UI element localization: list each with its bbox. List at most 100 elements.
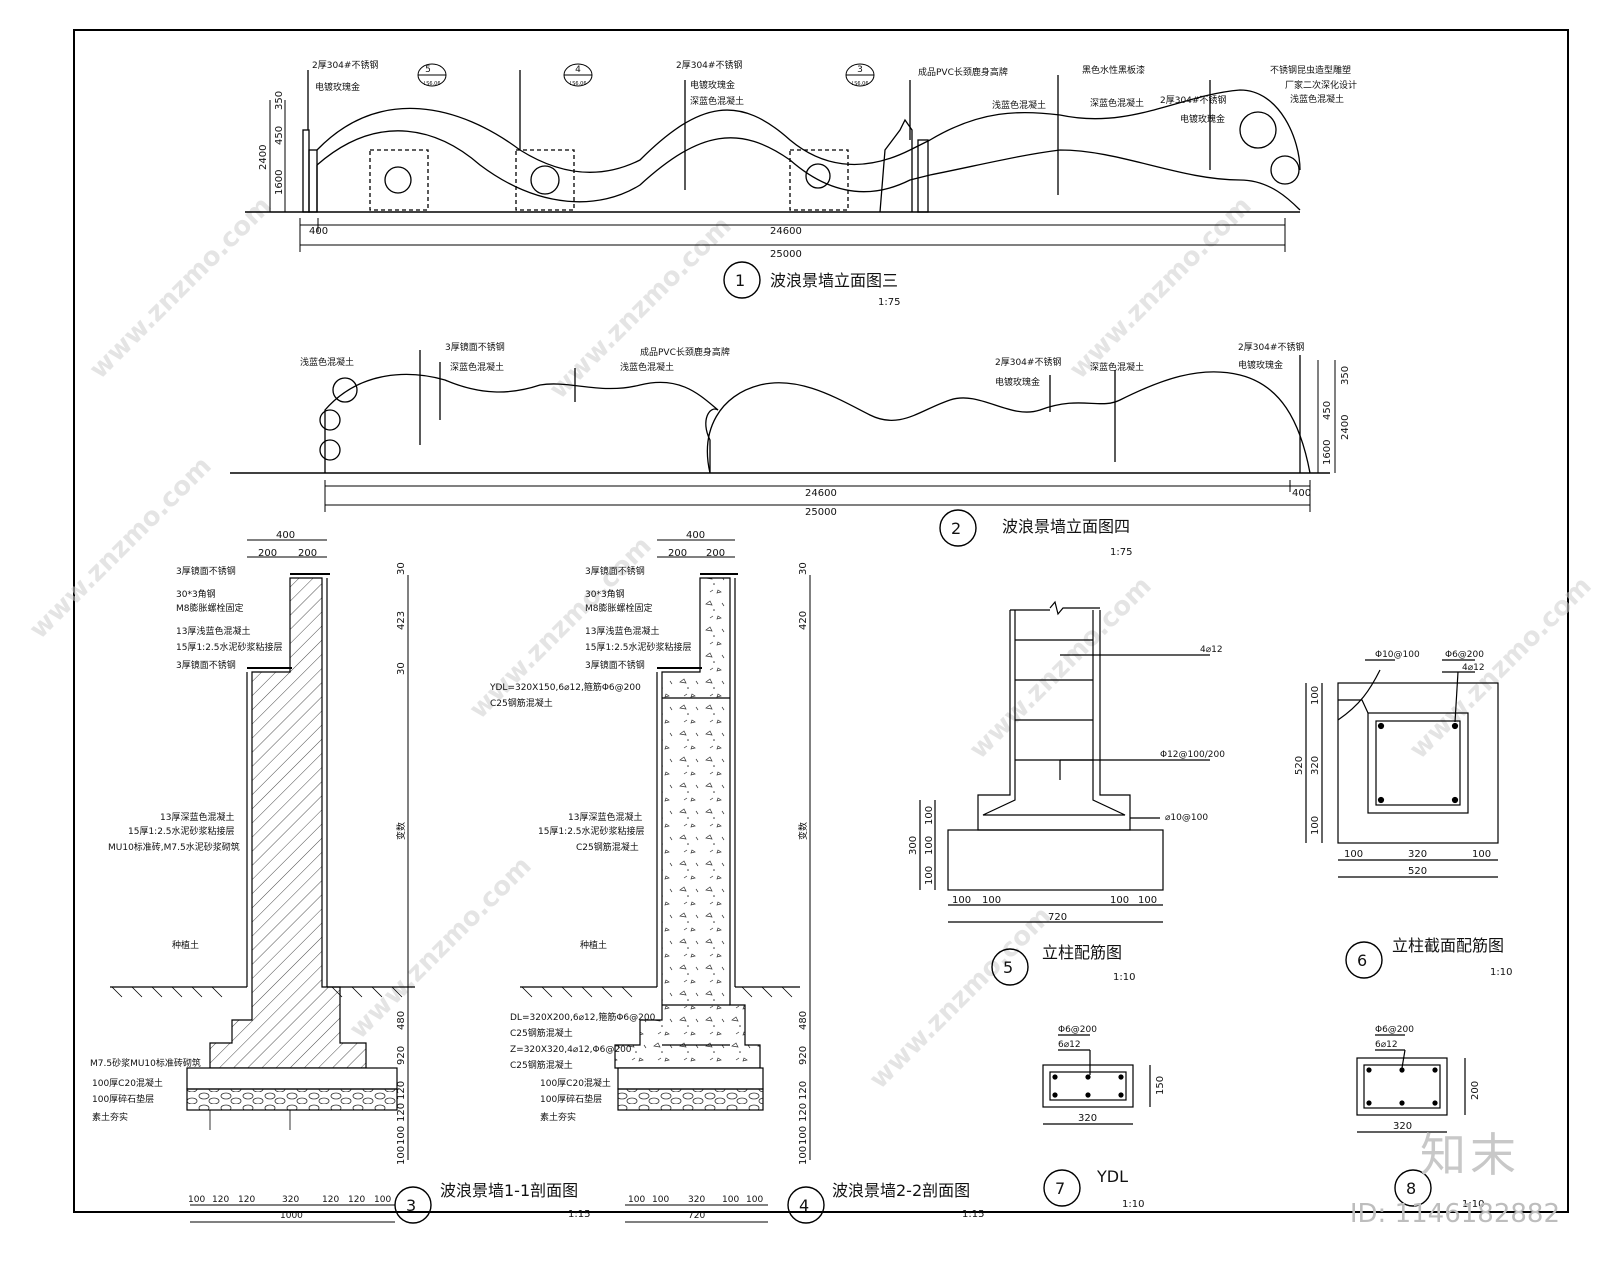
- sec2-label: 100厚碎石垫层: [540, 1093, 602, 1105]
- sec1-label: 30*3角钢: [176, 588, 216, 600]
- dim-text: 320: [1393, 1121, 1412, 1132]
- sec2-label: 素土夯实: [540, 1111, 576, 1123]
- view-scale: 1:10: [1113, 972, 1135, 983]
- sec6-label: Φ6@200: [1445, 650, 1484, 660]
- elevation-2: [230, 350, 1336, 547]
- watermark-text: www.znzmo.com: [24, 451, 218, 645]
- dim-text: 420: [798, 611, 809, 630]
- dim-text: 350: [1340, 366, 1351, 385]
- elev2-label: 成品PVC长颈鹿身高牌: [640, 346, 730, 358]
- dim-text: 25000: [805, 507, 837, 518]
- dim-text: 120: [238, 1195, 255, 1205]
- view-title: 波浪景墙1-1剖面图: [440, 1181, 578, 1200]
- dim-text: 920: [396, 1046, 407, 1065]
- dim-text: 520: [1294, 756, 1305, 775]
- dim-text: 100: [396, 1146, 407, 1165]
- ydl-label: Φ6@200: [1058, 1025, 1097, 1035]
- sec2-label: M8膨胀螺栓固定: [585, 602, 653, 614]
- callout-sheet: LS6.06: [851, 81, 868, 87]
- dl-section-8: [1356, 1034, 1466, 1207]
- view-number: 7: [1055, 1179, 1065, 1198]
- elev1-label: 浅蓝色混凝土: [992, 99, 1046, 111]
- dim-text: 920: [798, 1046, 809, 1065]
- dim-text: 30: [798, 562, 809, 575]
- dim-text: 720: [1048, 912, 1067, 923]
- dim-text: 200: [668, 548, 687, 559]
- image-id-watermark: ID: 1146182882: [1349, 1199, 1560, 1229]
- dl-label: Φ6@200: [1375, 1025, 1414, 1035]
- sec2-label: C25钢筋混凝土: [510, 1059, 573, 1071]
- elevation-1-text: 2厚304#不锈钢 电镀玫瑰金 2厚304#不锈钢 电镀玫瑰金 深蓝色混凝土 成…: [258, 59, 1357, 308]
- watermark-text: www.znzmo.com: [544, 211, 738, 405]
- elev1-label: 2厚304#不锈钢: [1160, 94, 1226, 106]
- elev2-label: 深蓝色混凝土: [1090, 361, 1144, 373]
- view-scale: 1:15: [962, 1209, 984, 1220]
- dim-text: 150: [1155, 1076, 1166, 1095]
- dim-text: 120: [798, 1081, 809, 1100]
- sec6-label: Φ10@100: [1375, 650, 1420, 660]
- sec2-label: 3厚镜面不锈钢: [585, 565, 645, 577]
- elev1-label: 成品PVC长颈鹿身高牌: [918, 66, 1008, 78]
- elev2-label: 电镀玫瑰金: [995, 376, 1040, 388]
- view-number: 1: [735, 271, 745, 290]
- view-title: 波浪景墙2-2剖面图: [832, 1181, 970, 1200]
- dim-text: 24600: [805, 488, 837, 499]
- sec2-label: 100厚C20混凝土: [540, 1077, 611, 1089]
- sec1-label: 3厚镜面不锈钢: [176, 565, 236, 577]
- sec2-label: 3厚镜面不锈钢: [585, 659, 645, 671]
- view-number: 2: [951, 519, 961, 538]
- dim-text: 200: [1470, 1081, 1481, 1100]
- view-title: 立柱截面配筋图: [1392, 936, 1504, 955]
- dim-text: 450: [1322, 401, 1333, 420]
- elev1-label: 2厚304#不锈钢: [676, 59, 742, 71]
- dim-text: 320: [1078, 1113, 1097, 1124]
- sec2-label: DL=320X200,6⌀12,箍筋Φ6@200: [510, 1011, 656, 1023]
- view-scale: 1:10: [1122, 1199, 1144, 1210]
- sec1-label: 种植土: [172, 939, 199, 951]
- sec1-label: M8膨胀螺栓固定: [176, 602, 244, 614]
- sec2-label: C25钢筋混凝土: [510, 1027, 573, 1039]
- elev1-label: 黑色水性黑板漆: [1082, 64, 1145, 76]
- sec1-label: 13厚深蓝色混凝土: [160, 811, 234, 823]
- dim-text: 1600: [274, 170, 285, 195]
- dim-text: 变数: [797, 822, 809, 840]
- dim-text: 100: [1310, 686, 1321, 705]
- dim-text: 100: [188, 1195, 205, 1205]
- dim-text: 120: [348, 1195, 365, 1205]
- view-number: 8: [1406, 1179, 1416, 1198]
- section-2-2: [520, 539, 825, 1224]
- view-title: 波浪景墙立面图四: [1002, 517, 1130, 536]
- dim-text: 2400: [1340, 415, 1351, 440]
- dim-text: 30: [396, 662, 407, 675]
- section-1-1-text: 3厚镜面不锈钢 30*3角钢 M8膨胀螺栓固定 13厚浅蓝色混凝土 15厚1:2…: [90, 530, 590, 1221]
- callout-sheet: LS6.06: [423, 81, 440, 87]
- sec2-label: 13厚深蓝色混凝土: [568, 811, 642, 823]
- sec2-label: YDL=320X150,6⌀12,箍筋Φ6@200: [489, 681, 641, 693]
- elev1-label: 厂家二次深化设计: [1285, 79, 1357, 91]
- sec1-label: 13厚浅蓝色混凝土: [176, 625, 250, 637]
- dim-text: 480: [396, 1011, 407, 1030]
- elev2-label: 2厚304#不锈钢: [995, 356, 1061, 368]
- dim-text: 100: [982, 895, 1001, 906]
- dim-text: 320: [688, 1195, 705, 1205]
- dim-text: 100: [374, 1195, 391, 1205]
- dim-text: 变数: [395, 822, 407, 840]
- dim-text: 480: [798, 1011, 809, 1030]
- ydl-section-7-text: Φ6@200 6⌀12 320 150 7 YDL 1:10: [1055, 1025, 1166, 1210]
- sec1-label: 3厚镜面不锈钢: [176, 659, 236, 671]
- dim-text: 423: [396, 611, 407, 630]
- dim-text: 100: [722, 1195, 739, 1205]
- column-section-6: [1305, 659, 1499, 979]
- dim-text: 100: [798, 1126, 809, 1145]
- sec2-label: 30*3角钢: [585, 588, 625, 600]
- sec1-label: M7.5砂浆MU10标准砖砌筑: [90, 1057, 201, 1069]
- watermark-text: www.znzmo.com: [964, 571, 1158, 765]
- sec2-label: 13厚浅蓝色混凝土: [585, 625, 659, 637]
- sec1-label: 100厚碎石垫层: [92, 1093, 154, 1105]
- watermark-text: www.znzmo.com: [1064, 191, 1258, 385]
- dim-text: 100: [924, 806, 935, 825]
- watermark-text: www.znzmo.com: [84, 191, 278, 385]
- callout-number: 4: [575, 65, 581, 75]
